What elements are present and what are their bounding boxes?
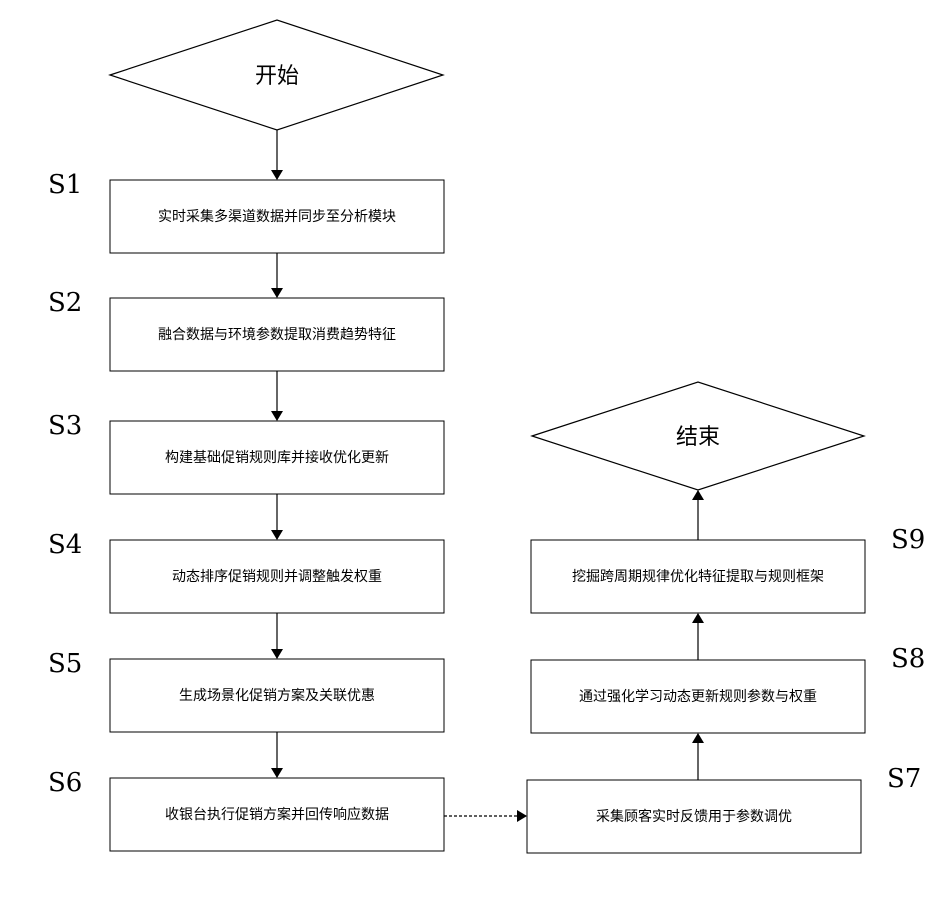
step-s5-label: S5	[48, 649, 82, 679]
step-s9-label: S9	[891, 525, 925, 555]
step-s2: 融合数据与环境参数提取消费趋势特征 S2	[48, 288, 444, 371]
end-node: 结束	[532, 382, 864, 490]
step-s4: 动态排序促销规则并调整触发权重 S4	[48, 530, 444, 613]
step-s8-label: S8	[891, 644, 925, 674]
step-s7: 采集顾客实时反馈用于参数调优 S7	[527, 764, 921, 853]
step-s7-text: 采集顾客实时反馈用于参数调优	[596, 808, 792, 825]
step-s1-label: S1	[48, 170, 82, 200]
step-s1: 实时采集多渠道数据并同步至分析模块 S1	[48, 170, 444, 253]
step-s9: 挖掘跨周期规律优化特征提取与规则框架 S9	[531, 525, 925, 613]
end-label: 结束	[676, 425, 720, 450]
step-s3: 构建基础促销规则库并接收优化更新 S3	[48, 411, 444, 494]
step-s3-text: 构建基础促销规则库并接收优化更新	[165, 449, 389, 466]
step-s9-text: 挖掘跨周期规律优化特征提取与规则框架	[572, 569, 824, 585]
start-node: 开始	[110, 20, 443, 130]
step-s6-text: 收银台执行促销方案并回传响应数据	[165, 806, 389, 823]
step-s4-label: S4	[48, 530, 82, 560]
step-s2-label: S2	[48, 288, 82, 318]
step-s3-label: S3	[48, 411, 82, 441]
start-label: 开始	[255, 64, 299, 89]
step-s8-text: 通过强化学习动态更新规则参数与权重	[579, 688, 817, 705]
step-s5: 生成场景化促销方案及关联优惠 S5	[48, 649, 444, 732]
step-s4-text: 动态排序促销规则并调整触发权重	[172, 569, 382, 585]
step-s6-label: S6	[48, 768, 82, 798]
step-s7-label: S7	[887, 764, 921, 794]
step-s8: 通过强化学习动态更新规则参数与权重 S8	[531, 644, 925, 733]
step-s1-text: 实时采集多渠道数据并同步至分析模块	[158, 208, 396, 225]
step-s6: 收银台执行促销方案并回传响应数据 S6	[48, 768, 444, 851]
step-s2-text: 融合数据与环境参数提取消费趋势特征	[158, 326, 396, 343]
step-s5-text: 生成场景化促销方案及关联优惠	[179, 687, 375, 704]
